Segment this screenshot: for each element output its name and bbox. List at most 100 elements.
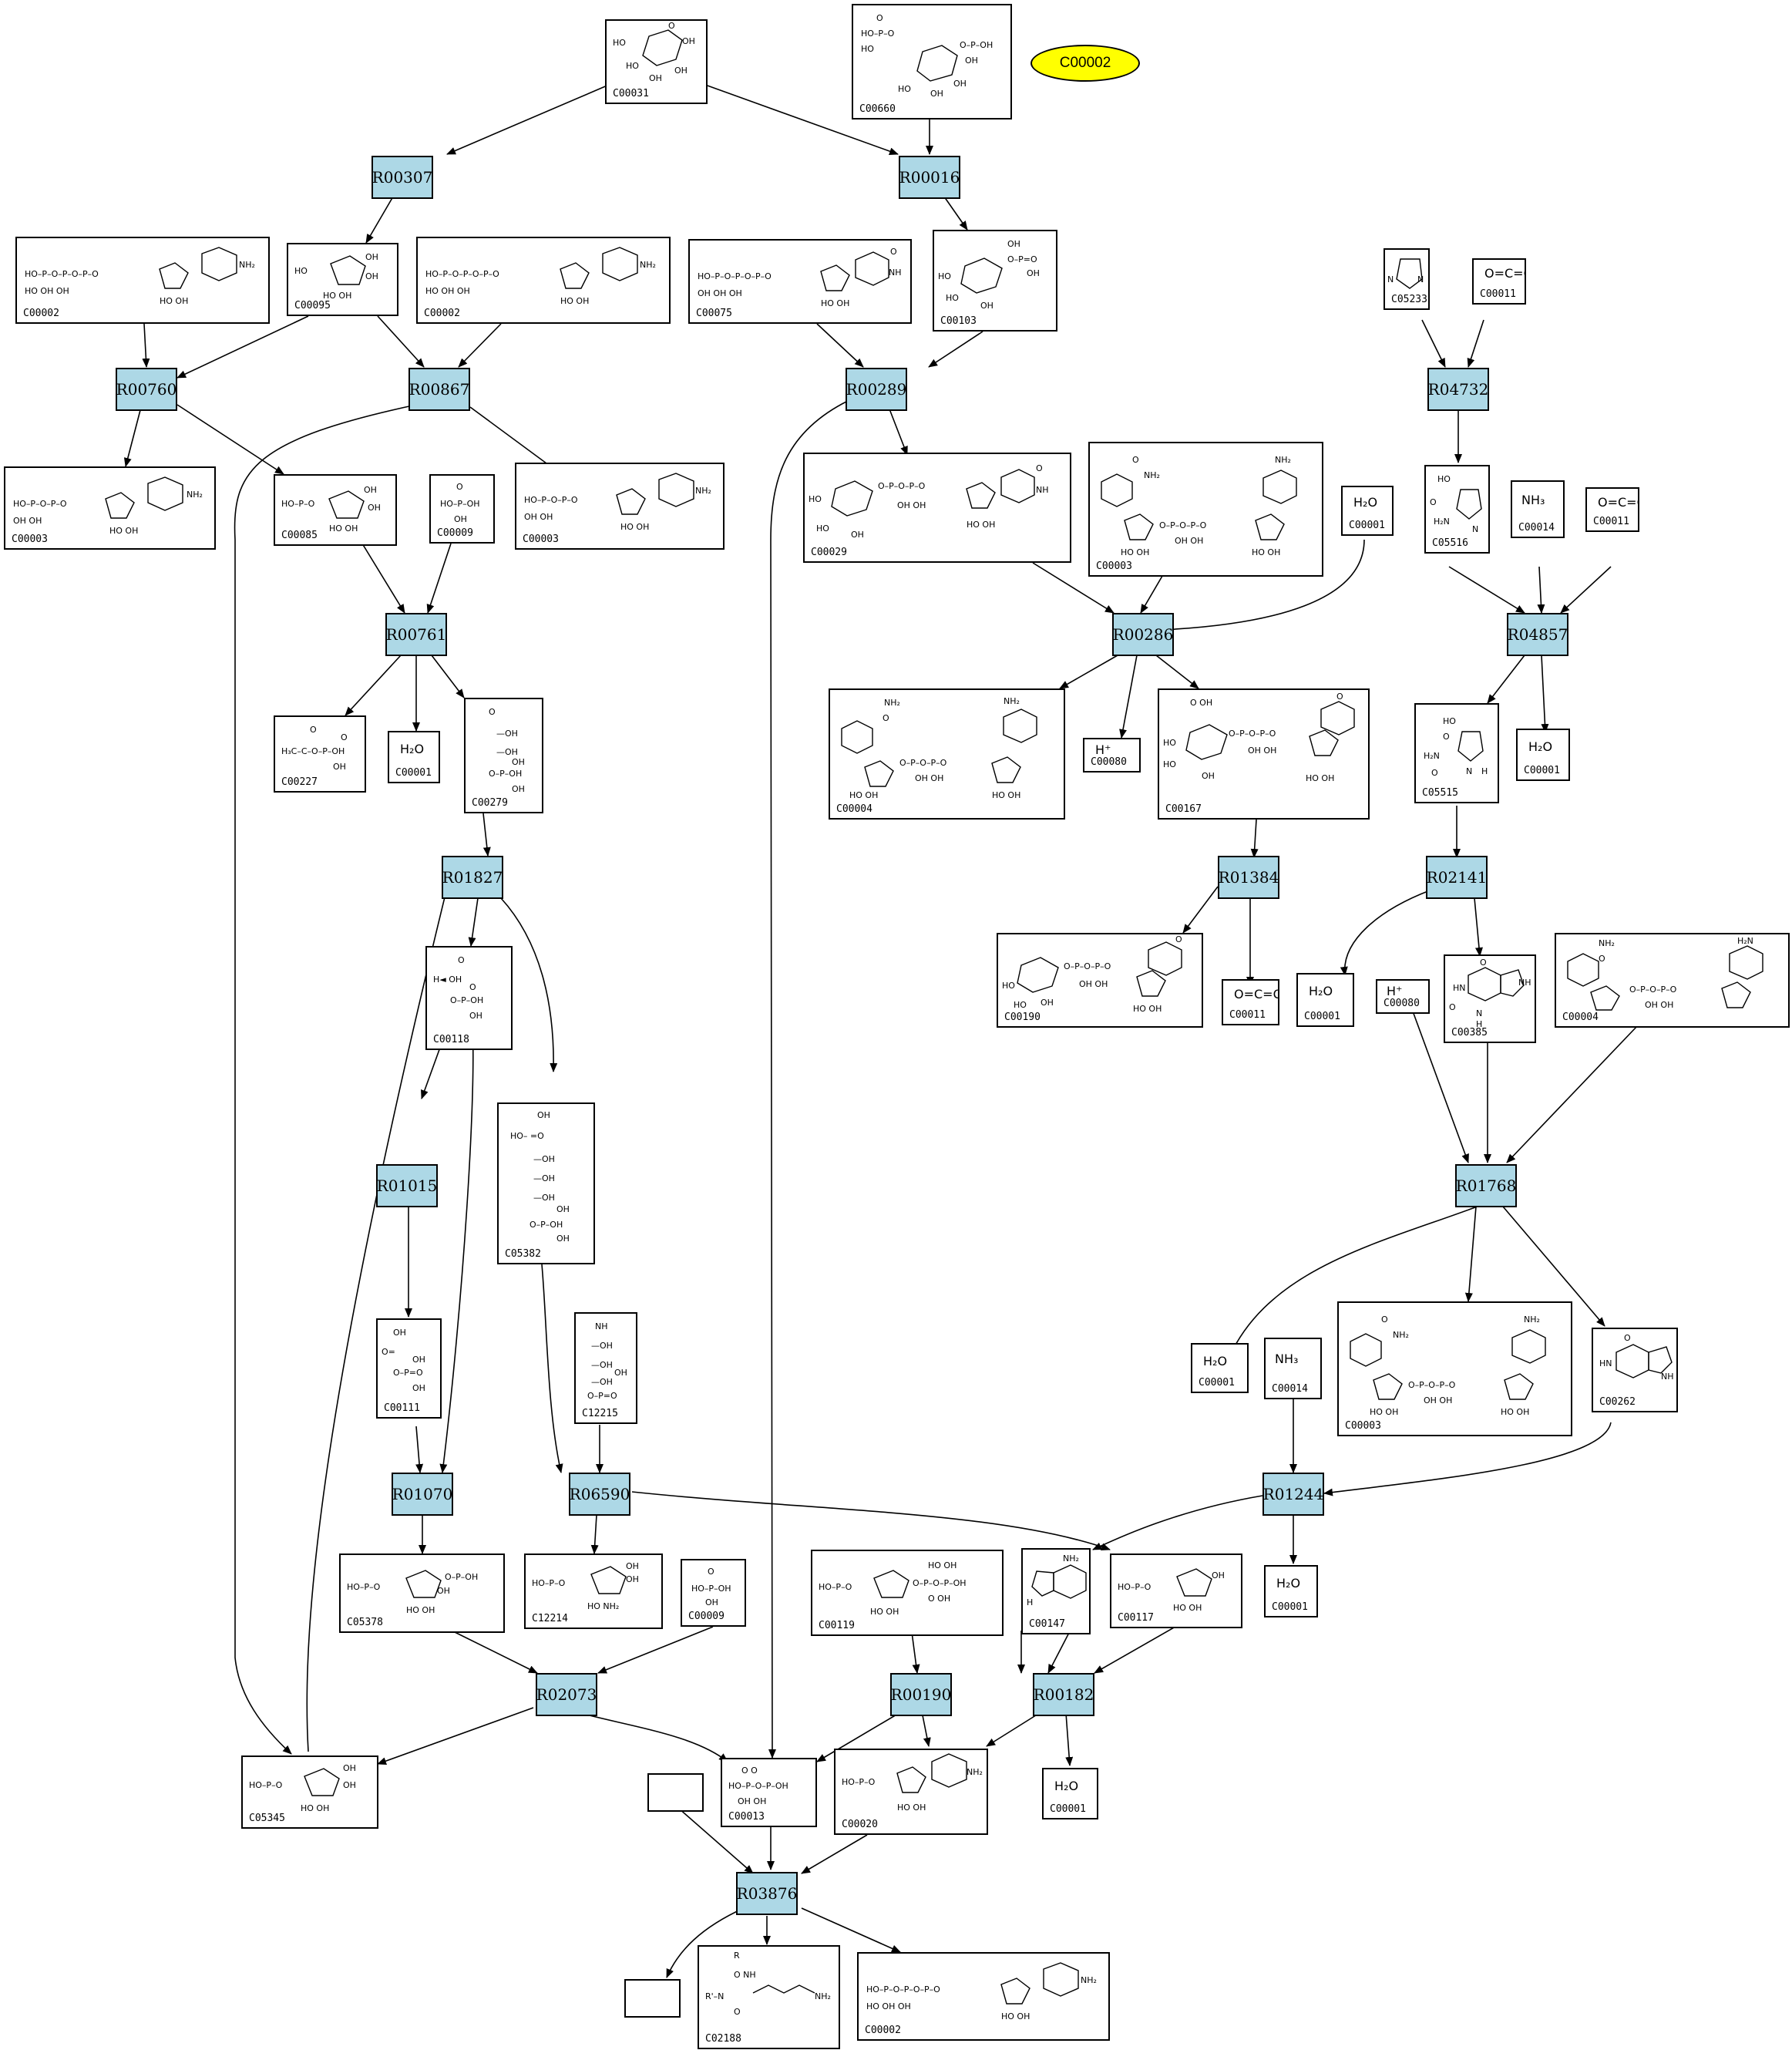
svg-text:HO: HO: [1014, 1000, 1027, 1010]
compound-c00118[interactable]: O H◄ OH O–P–OH OH O C00118: [425, 946, 513, 1050]
reaction-r06590[interactable]: R06590: [569, 1473, 630, 1516]
compound-c00103[interactable]: OH O–P=O OH HO HO OH C00103: [933, 230, 1057, 332]
reaction-r04857[interactable]: R04857: [1507, 613, 1568, 656]
compound-c00080[interactable]: H⁺ C00080: [1083, 738, 1141, 773]
compound-c00003[interactable]: O NH₂ O–P–O–P–O OH OH NH₂ HO OH HO OH C0…: [1337, 1301, 1572, 1436]
compound-c05515[interactable]: HO O H₂N O N H C05515: [1414, 703, 1499, 803]
compound-c05378[interactable]: HO–P–O O–P–OH OH HO OH C05378: [339, 1553, 505, 1633]
svg-text:H: H: [1027, 1597, 1033, 1607]
reaction-r01070[interactable]: R01070: [392, 1473, 453, 1516]
compound-c00011[interactable]: O=C=O C00011: [1472, 258, 1526, 305]
reaction-r01827[interactable]: R01827: [442, 856, 503, 899]
compound-c00095[interactable]: OH OH HO HO OH C00095: [287, 243, 398, 316]
compound-c00020[interactable]: HO–P–O NH₂ HO OH C00020: [834, 1749, 988, 1835]
reaction-r01015[interactable]: R01015: [376, 1164, 438, 1207]
compound-c00279[interactable]: O —OH —OH OH O–P–OH OH C00279: [464, 698, 543, 813]
compound-c00009[interactable]: O HO–P–OH OH C00009: [429, 474, 495, 544]
compound-c00080[interactable]: H⁺ C00080: [1376, 979, 1430, 1014]
compound-c00009[interactable]: O HO–P–OH OH C00009: [681, 1559, 746, 1627]
reaction-r00286[interactable]: R00286: [1112, 613, 1174, 656]
compound-c00117[interactable]: HO–P–O OH HO OH C00117: [1110, 1553, 1242, 1628]
edge: [1506, 1025, 1639, 1163]
reaction-r01768[interactable]: R01768: [1455, 1164, 1517, 1207]
compound-c05345[interactable]: HO–P–O OH OH HO OH C05345: [241, 1755, 378, 1829]
compound-c00119[interactable]: HO–P–O O–P–O–P–OH HO OH O OH HO OH C0011…: [811, 1550, 1004, 1636]
compound-c00001[interactable]: H₂O C00001: [1296, 973, 1354, 1027]
compound-c00227[interactable]: O O H₃C–C–O–P–OH OH C00227: [274, 715, 366, 793]
compound-c00002[interactable]: HO–P–O–P–O–P–O HO OH OH NH₂ HO OH C00002: [416, 237, 671, 324]
fructose-structure-icon: OH OH HO HO OH: [294, 252, 378, 301]
fructose-bisphosphate-structure-icon: HO–P–O O–P–OH OH HO OH: [347, 1570, 478, 1615]
compound-c00011[interactable]: O=C=O C00011: [1585, 487, 1639, 532]
compound-c00262[interactable]: O HN NH C00262: [1592, 1328, 1678, 1412]
reaction-r00307[interactable]: R00307: [372, 156, 433, 199]
compound-c00031[interactable]: O OH HO HO OH OH C00031: [605, 19, 708, 104]
compound-c00167[interactable]: O OH HO HO OH O–P–O–P–O OH OH O HO OH C0…: [1158, 688, 1370, 820]
compound-c00660[interactable]: O HO–P–O HO O–P–OH OH HO OH OH C00660: [852, 4, 1012, 119]
compound-c05233[interactable]: N N C05233: [1384, 248, 1430, 310]
edge: [1323, 1422, 1612, 1496]
phosphate-structure-icon: O HO–P–OH OH: [691, 1567, 731, 1607]
reaction-r01244[interactable]: R01244: [1262, 1473, 1324, 1516]
compound-empty-left[interactable]: [647, 1773, 704, 1812]
compound-c00004[interactable]: NH₂ O O–P–O–P–O OH OH H₂N C00004: [1555, 933, 1790, 1028]
reaction-r00289[interactable]: R00289: [846, 368, 907, 411]
compound-id: C00003: [1345, 1420, 1381, 1432]
compound-c00002[interactable]: HO–P–O–P–O–P–O HO OH OH NH₂ HO OH C00002: [857, 1952, 1110, 2041]
reaction-r03876[interactable]: R03876: [736, 1872, 798, 1915]
svg-text:N: N: [1417, 274, 1424, 284]
svg-text:OH OH OH: OH OH OH: [698, 288, 742, 298]
svg-text:OH: OH: [851, 530, 864, 540]
compound-c00001[interactable]: H₂O C00001: [1191, 1343, 1249, 1393]
compound-c00002[interactable]: HO–P–O–P–O–P–O HO OH OH NH₂ HO OH C00002: [15, 237, 270, 324]
compound-c02188[interactable]: R O NH R'–N NH₂ O C02188: [698, 1945, 840, 2049]
svg-text:OH OH: OH OH: [1645, 1000, 1673, 1010]
reaction-r00760[interactable]: R00760: [116, 368, 177, 411]
compound-id: C00660: [859, 103, 896, 115]
compound-c00003[interactable]: HO–P–O–P–O OH OH NH₂ HO OH C00003: [515, 463, 725, 550]
compound-c05382[interactable]: OH HO– =O —OH —OH —OH OH O–P–OH OH C0538…: [497, 1102, 595, 1264]
legend-highlight-compound[interactable]: C00002: [1030, 45, 1140, 82]
compound-c00001[interactable]: H₂O C00001: [1516, 729, 1570, 781]
compound-c00001[interactable]: H₂O C00001: [1042, 1768, 1098, 1819]
compound-c00013[interactable]: O O HO–P–O–P–OH OH OH C00013: [721, 1758, 817, 1827]
compound-c00075[interactable]: HO–P–O–P–O–P–O OH OH OH O NH HO OH C0007…: [688, 239, 912, 324]
compound-c00385[interactable]: O NH HN O N H C00385: [1444, 954, 1536, 1043]
compound-c00001[interactable]: H₂O C00001: [388, 731, 440, 783]
edge: [458, 323, 502, 368]
compound-c05516[interactable]: HO O H₂N N C05516: [1424, 465, 1490, 554]
compound-c12214[interactable]: HO–P–O OH OH HO NH₂ C12214: [524, 1553, 663, 1629]
svg-text:OH: OH: [343, 1763, 356, 1773]
compound-c00085[interactable]: HO–P–O OH OH HO OH C00085: [274, 474, 397, 546]
reaction-label: R04857: [1507, 625, 1568, 644]
reaction-r00182[interactable]: R00182: [1033, 1673, 1094, 1716]
compound-c00111[interactable]: OH O= OH O–P=O OH C00111: [376, 1318, 442, 1419]
reaction-r02141[interactable]: R02141: [1426, 856, 1488, 899]
compound-c00190[interactable]: HO HO OH O–P–O–P–O OH OH O HO OH C00190: [997, 933, 1203, 1028]
compound-c00003[interactable]: HO–P–O–P–O OH OH NH₂ HO OH C00003: [4, 466, 216, 550]
edge: [1467, 319, 1484, 368]
compound-c00029[interactable]: HO HO OH O–P–O–P–O OH OH O NH HO OH C000…: [803, 453, 1071, 563]
reaction-r00867[interactable]: R00867: [408, 368, 470, 411]
edge: [921, 1711, 931, 1747]
compound-c12215[interactable]: NH —OH —OH —OH OH O–P=O C12215: [574, 1312, 637, 1424]
compound-c00001[interactable]: H₂O C00001: [1341, 486, 1394, 536]
compound-c00003[interactable]: O NH₂ O–P–O–P–O OH OH NH₂ HO OH HO OH C0…: [1088, 442, 1323, 577]
compound-empty-bottom[interactable]: [624, 1979, 681, 2018]
compound-c00014[interactable]: NH₃ C00014: [1264, 1338, 1322, 1399]
compound-c00014[interactable]: NH₃ C00014: [1511, 480, 1565, 538]
compound-c00011[interactable]: O=C=O C00011: [1222, 979, 1279, 1025]
reaction-r01384[interactable]: R01384: [1218, 856, 1279, 899]
edge: [1155, 655, 1199, 689]
reaction-r04732[interactable]: R04732: [1427, 368, 1489, 411]
svg-text:OH OH: OH OH: [13, 516, 42, 526]
compound-c00004[interactable]: NH₂ O O–P–O–P–O OH OH NH₂ HO OH HO OH C0…: [829, 688, 1065, 820]
reaction-r00190[interactable]: R00190: [890, 1673, 952, 1716]
reaction-r00016[interactable]: R00016: [899, 156, 960, 199]
compound-c00147[interactable]: NH₂ H C00147: [1021, 1548, 1091, 1634]
reaction-r00761[interactable]: R00761: [385, 613, 447, 656]
adp-structure-icon: HO–P–O–P–O OH OH NH₂ HO OH: [524, 473, 711, 532]
svg-text:HO: HO: [809, 494, 822, 504]
compound-c00001[interactable]: H₂O C00001: [1264, 1565, 1318, 1617]
reaction-r02073[interactable]: R02073: [536, 1673, 597, 1716]
